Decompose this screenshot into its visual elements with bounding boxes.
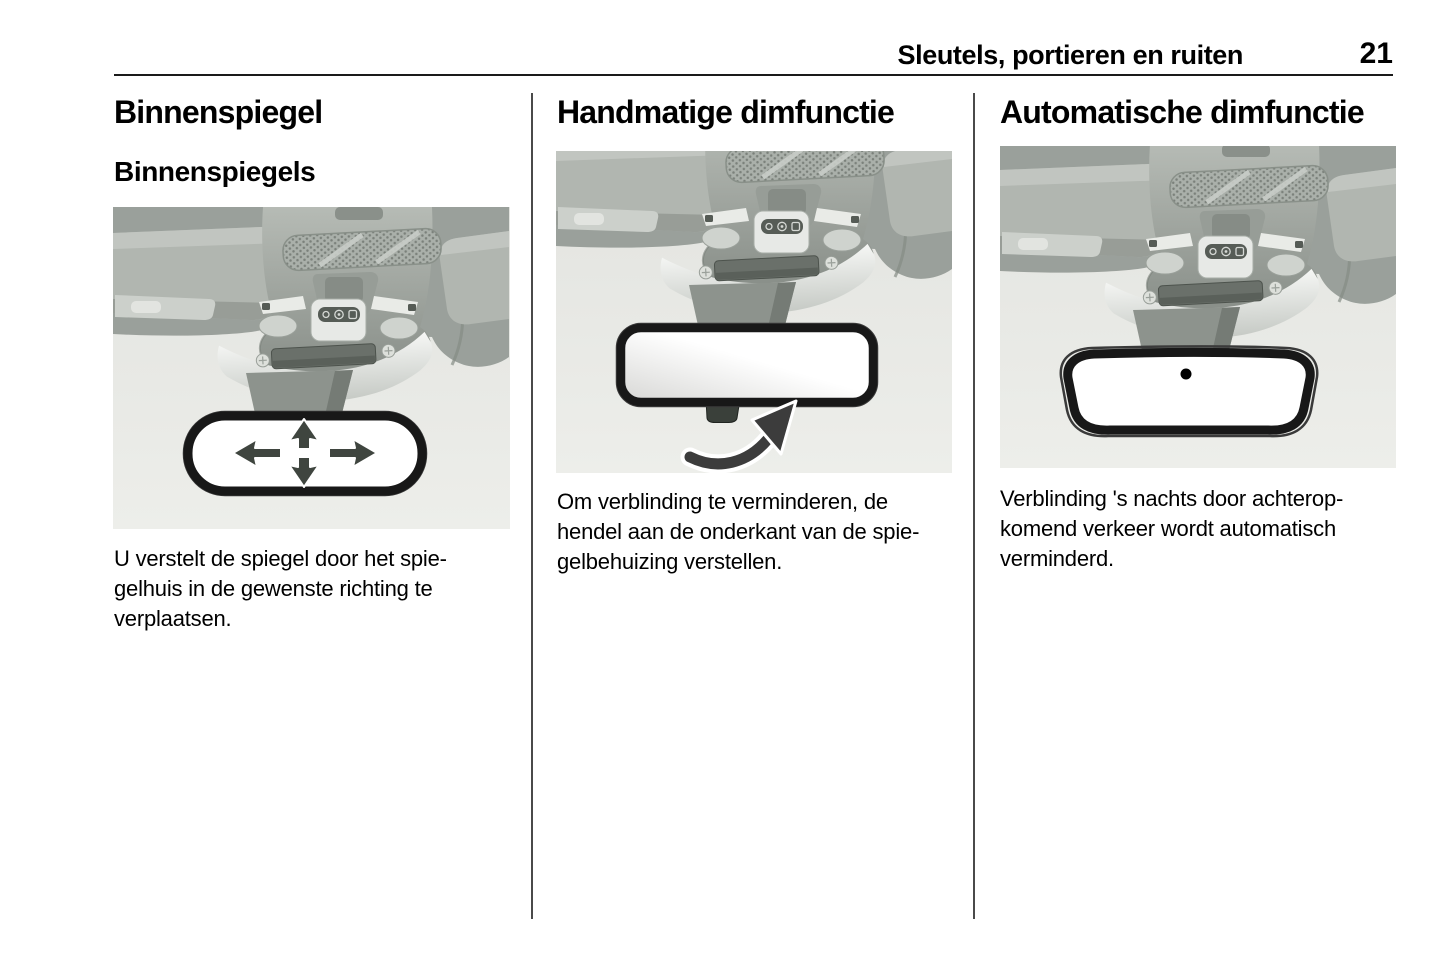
figure-mirror-adjustment (113, 207, 510, 529)
column-divider-right (973, 93, 975, 919)
page-title: Sleutels, portieren en ruiten (897, 40, 1244, 70)
curved-arrow-icon (680, 399, 798, 473)
section-title-automatische-dimfunctie: Automatische dimfunctie (1000, 94, 1365, 130)
light-sensor-dot (1180, 368, 1192, 380)
four-direction-arrows-icon (232, 418, 378, 488)
interior-mirror-face (615, 322, 879, 408)
page-number: 21 (1359, 37, 1393, 70)
section-title-handmatige-dimfunctie: Handmatige dimfunctie (557, 94, 895, 130)
header-rule (114, 74, 1393, 76)
figure-manual-dimming (556, 151, 952, 473)
body-text-binnenspiegel: U verstelt de spiegel door het spie- gel… (114, 546, 447, 631)
body-text-automatische-dimfunctie: Verblinding 's nachts door achterop- kom… (1000, 486, 1344, 571)
column-divider-left (531, 93, 533, 919)
figure-auto-dimming (1000, 146, 1396, 468)
interior-mirror-face (182, 410, 428, 497)
interior-mirror-face (1059, 345, 1319, 438)
section-title-binnenspiegel: Binnenspiegel (114, 94, 323, 130)
section-subtitle-binnenspiegels: Binnenspiegels (114, 156, 316, 187)
body-text-handmatige-dimfunctie: Om verblinding te verminderen, de hendel… (557, 489, 920, 574)
